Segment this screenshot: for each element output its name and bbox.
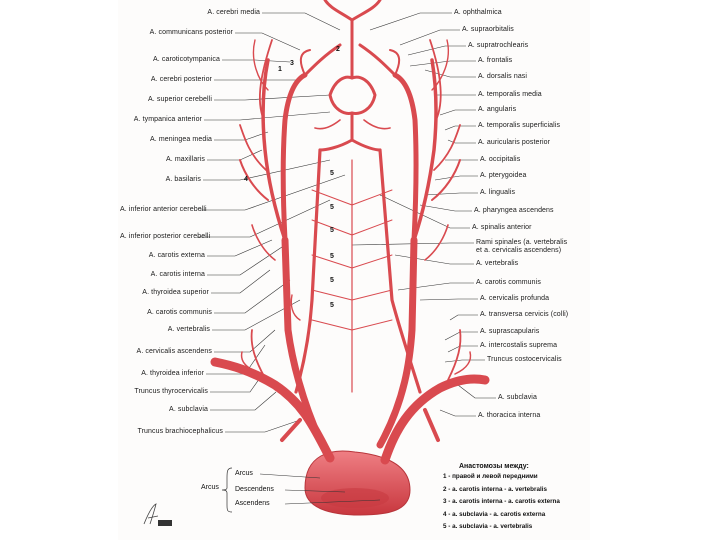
legend-row: 1 - правой и левой передними — [443, 471, 593, 484]
ascendens-label: Ascendens — [235, 500, 270, 507]
legend-title: Анастомозы между: — [459, 462, 593, 471]
legend-row: 5 - a. subclavia - a. vertebralis — [443, 521, 593, 534]
descendens-label: Descendens — [235, 486, 274, 493]
legend-row: 3 - a. carotis interna - a. carotis exte… — [443, 496, 593, 509]
legend-row: 2 - a. carotis interna - a. vertebralis — [443, 484, 593, 497]
publisher-logo — [140, 500, 180, 530]
arcus-label: Arcus — [235, 470, 253, 477]
arcus-prefix: Arcus — [201, 484, 219, 491]
legend-row: 4 - a. subclavia - a. carotis externa — [443, 509, 593, 522]
anastomosis-legend: Анастомозы между: 1 - правой и левой пер… — [443, 462, 593, 534]
